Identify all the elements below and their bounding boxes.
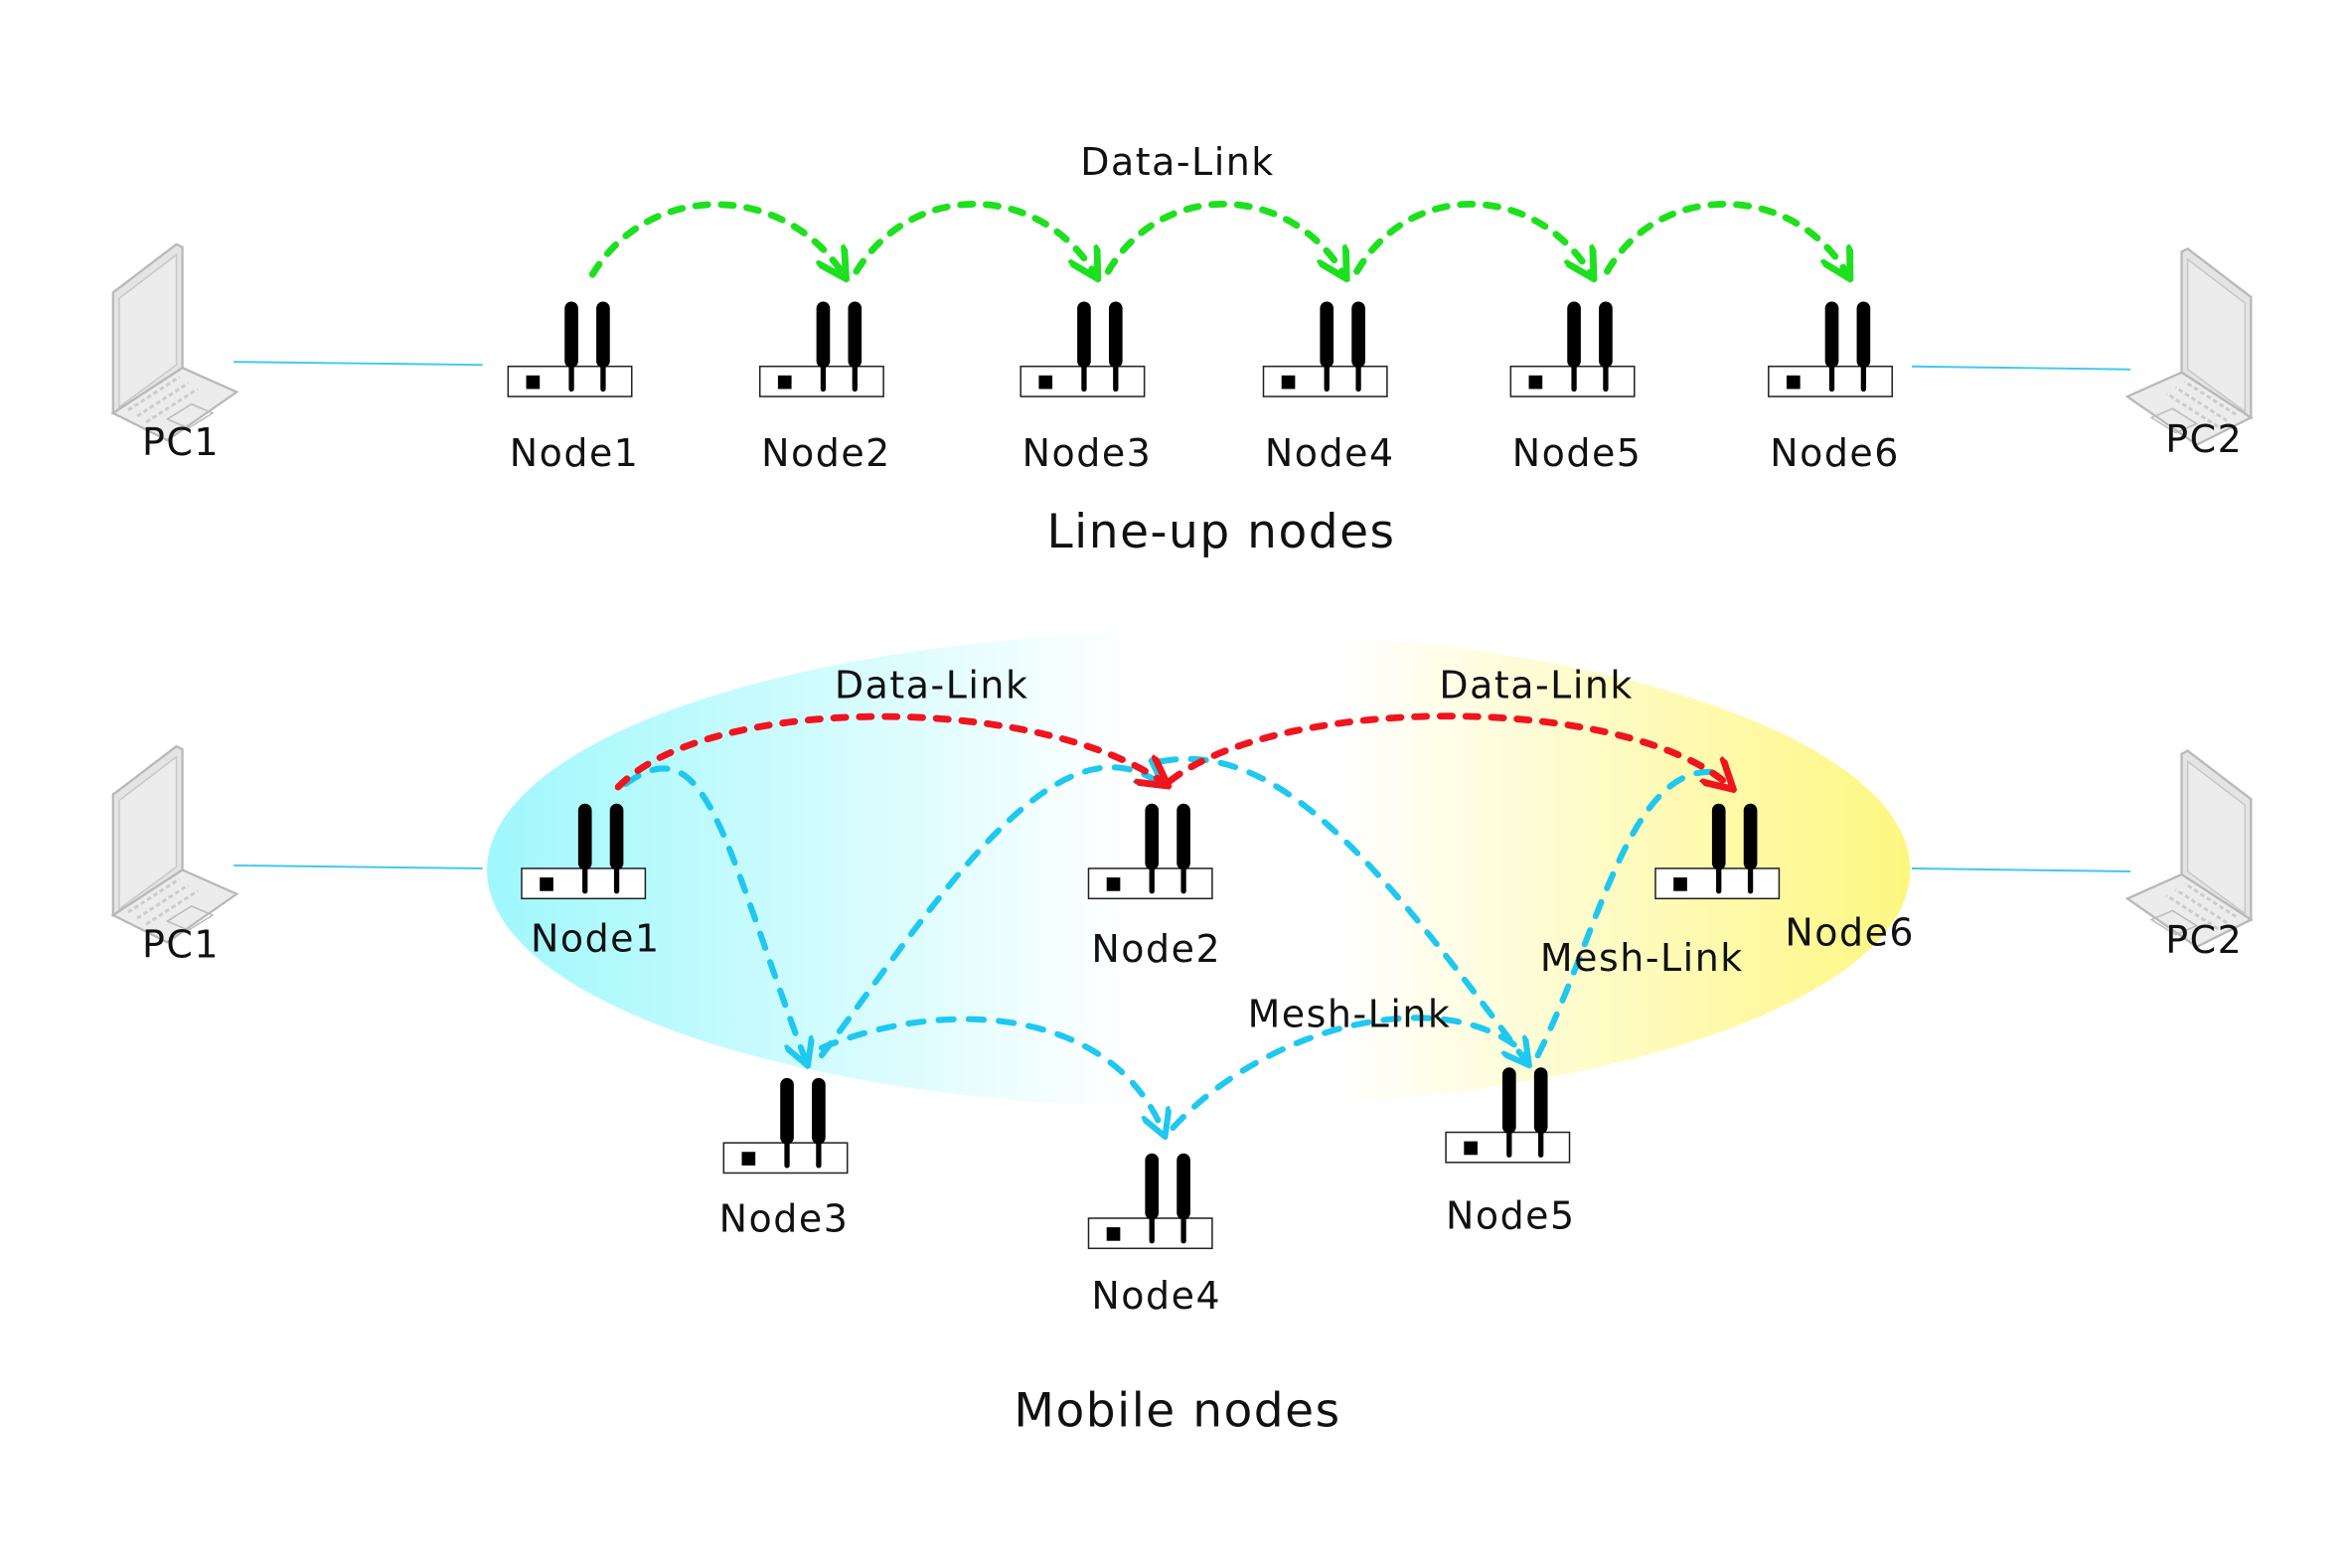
node-label: Node2 (761, 431, 891, 475)
router-icon (1769, 301, 1892, 396)
data-link-arrow (1353, 201, 1593, 275)
mesh-link-arrow (1170, 1015, 1531, 1131)
router-icon (723, 1078, 847, 1174)
node-label: Node4 (1265, 431, 1395, 475)
pc2-label: PC2 (2165, 417, 2243, 461)
lineup-nodes: Node1 Node2 Node3 Node4 Node5 Node6 (508, 301, 1900, 475)
pc1-label: PC1 (142, 922, 220, 966)
router-node: Node3 (1020, 301, 1153, 475)
node-label: Node2 (1091, 927, 1221, 971)
router-icon (1264, 301, 1387, 396)
node-label: Node4 (1091, 1274, 1221, 1318)
data-link-arrow (588, 201, 844, 276)
router-icon (508, 301, 631, 396)
node-label: Node1 (531, 916, 661, 960)
data-link-arrow (853, 201, 1096, 275)
mesh-link-arrows (622, 755, 1715, 1134)
node-label: Node1 (510, 431, 640, 475)
data-link-label: Data-Link (1439, 664, 1634, 707)
pc1-laptop-icon (111, 744, 238, 944)
router-node: Node6 (1655, 804, 1915, 954)
data-link-arrows (614, 712, 1731, 791)
node-label: Node3 (719, 1197, 850, 1241)
mesh-link-arrow (1158, 755, 1527, 1063)
mesh-link-label: Mesh-Link (1540, 936, 1744, 980)
router-node: Node5 (1510, 301, 1643, 475)
data-link-arrow (1104, 201, 1344, 275)
router-icon (1510, 301, 1634, 396)
pc2-cable (1911, 866, 2130, 872)
router-icon (760, 301, 883, 396)
router-node: Node5 (1446, 1067, 1576, 1238)
lineup-title: Line-up nodes (1046, 505, 1395, 559)
router-node: Node6 (1769, 301, 1900, 475)
node-label: Node5 (1446, 1194, 1576, 1238)
router-node: Node1 (508, 301, 640, 475)
router-node: Node2 (760, 301, 891, 475)
mesh-link-arrow (818, 1016, 1164, 1134)
pc1-cable (234, 863, 483, 869)
pc2-laptop-icon (2125, 246, 2253, 447)
pc1-cable (234, 361, 483, 367)
node-label: Node6 (1770, 431, 1900, 475)
mesh-link-arrow (622, 765, 807, 1062)
pc2-label: PC2 (2165, 918, 2243, 962)
pc1-laptop-icon (111, 242, 238, 442)
mesh-link-label: Mesh-Link (1248, 992, 1452, 1035)
data-link-label: Data-Link (835, 664, 1029, 707)
node-label: Node3 (1022, 431, 1153, 475)
router-node: Node4 (1264, 301, 1395, 475)
router-node: Node4 (1088, 1154, 1221, 1318)
node-label: Node5 (1512, 431, 1643, 475)
router-node: Node1 (522, 804, 661, 960)
router-icon (1088, 1154, 1211, 1249)
mobile-title: Mobile nodes (1014, 1383, 1340, 1438)
node-label: Node6 (1785, 910, 1915, 954)
data-link-label: Data-Link (1080, 140, 1275, 184)
router-node: Node3 (719, 1078, 850, 1241)
pc1-label: PC1 (142, 420, 220, 464)
mesh-link-arrow (818, 767, 1161, 1059)
mesh-link-arrow (1534, 768, 1715, 1059)
data-link-arrow (1604, 201, 1848, 275)
data-link-arrow (1167, 712, 1730, 787)
router-icon (1020, 301, 1144, 396)
router-node: Node2 (1088, 804, 1221, 971)
data-link-arrow (614, 712, 1166, 791)
data-link-arrows (588, 201, 1848, 276)
pc2-cable (1911, 365, 2130, 371)
